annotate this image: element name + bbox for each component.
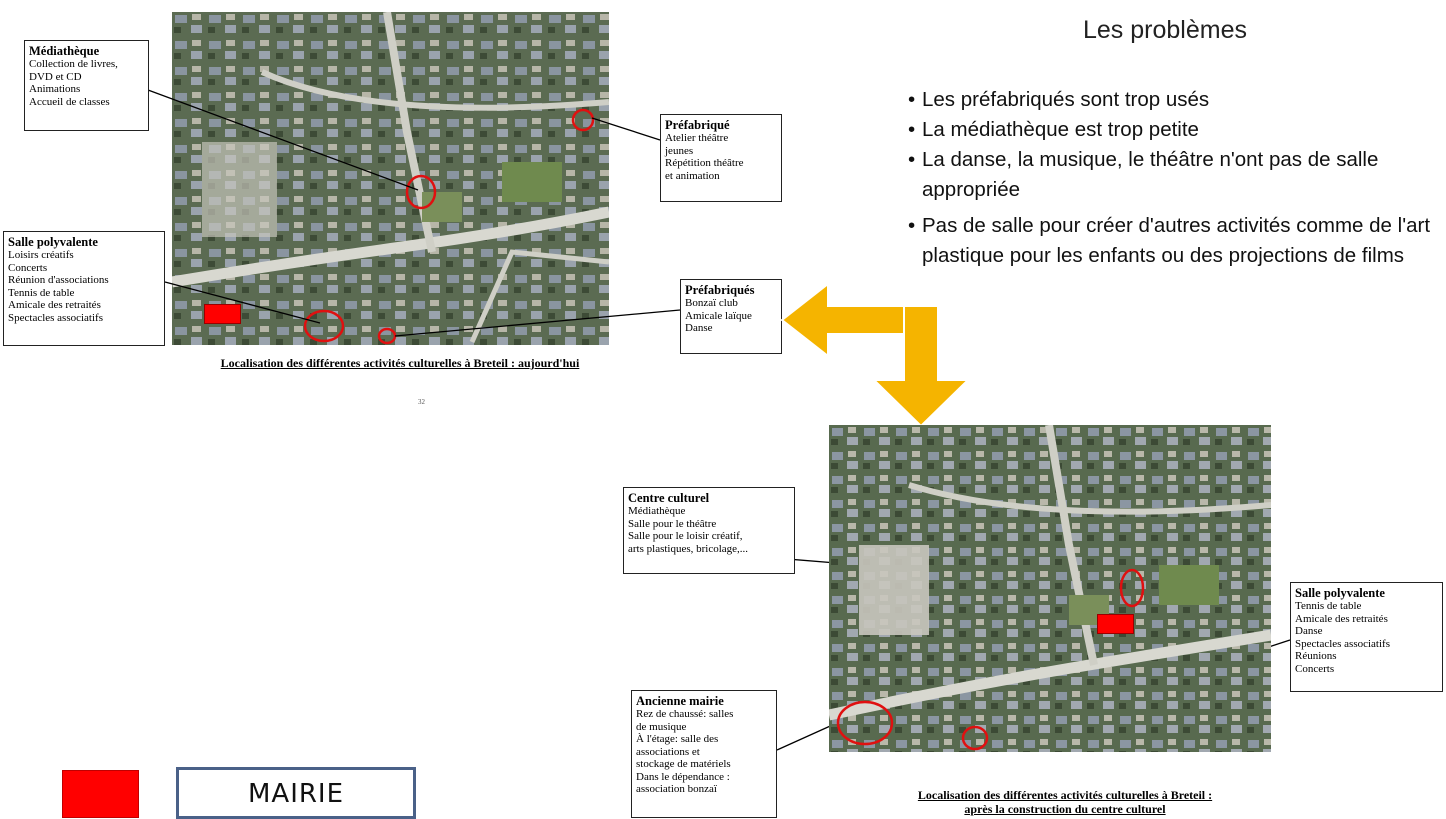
ancienne-mairie-title: Ancienne mairie xyxy=(636,694,724,708)
mediatheque-line: Animations xyxy=(29,83,81,95)
salle-after-line: Spectacles associatifs xyxy=(1295,637,1390,650)
arrow-left-icon xyxy=(780,281,907,359)
salle-line: Amicale des retraités xyxy=(8,299,101,311)
page-number: 32 xyxy=(418,398,425,406)
mediatheque-circle xyxy=(405,174,437,210)
mairie-marker-today xyxy=(204,304,241,324)
prefab1-line: et animation xyxy=(665,169,720,182)
centre-label-box: Centre culturel Médiathèque Salle pour l… xyxy=(623,487,795,574)
problem-item: Pas de salle pour créer d'autres activit… xyxy=(908,211,1443,271)
problems-list: Les préfabriqués sont trop usés La média… xyxy=(908,85,1443,271)
mediatheque-line: Accueil de classes xyxy=(29,95,110,108)
centre-circle xyxy=(1119,568,1145,608)
salle-after-circle xyxy=(961,725,989,751)
salle-line: Spectacles associatifs xyxy=(8,311,103,324)
legend-mairie-label: MAIRIE xyxy=(176,767,416,819)
problem-item: La danse, la musique, le théâtre n'ont p… xyxy=(908,145,1422,205)
salle-circle xyxy=(303,309,345,343)
salle-line: Loisirs créatifs xyxy=(8,249,74,261)
mediatheque-line: DVD et CD xyxy=(29,70,82,83)
centre-line: Salle pour le théâtre xyxy=(628,517,717,530)
salle-line: Tennis de table xyxy=(8,286,75,299)
salle-after-line: Réunions xyxy=(1295,650,1337,662)
caption-after-line1: Localisation des différentes activités c… xyxy=(917,788,1213,802)
mediatheque-title: Médiathèque xyxy=(29,44,100,58)
legend-red-square xyxy=(62,770,139,818)
prefab1-circle xyxy=(571,108,595,132)
salle-after-line: Danse xyxy=(1295,625,1323,637)
prefab2-line: Bonzaï club xyxy=(685,297,738,309)
centre-line: Salle pour le loisir créatif, xyxy=(628,530,743,542)
salle-after-line: Tennis de table xyxy=(1295,600,1362,612)
prefab2-label-box: Préfabriqués Bonzaï club Amicale laïque … xyxy=(680,279,782,354)
aerial-map-after xyxy=(829,425,1271,752)
arrows xyxy=(780,281,971,428)
arrow-down-icon xyxy=(871,305,971,428)
salle-title: Salle polyvalente xyxy=(8,235,98,249)
caption-after-line2: après la construction du centre culturel xyxy=(964,802,1166,816)
caption-today: Localisation des différentes activités c… xyxy=(220,356,580,370)
salle-label-box: Salle polyvalente Loisirs créatifs Conce… xyxy=(3,231,165,346)
salle-after-label-box: Salle polyvalente Tennis de table Amical… xyxy=(1290,582,1443,692)
prefab2-title: Préfabriqués xyxy=(685,283,755,297)
salle-after-line: Amicale des retraités xyxy=(1295,612,1388,625)
prefab1-line: Atelier théâtre xyxy=(665,132,729,144)
salle-line: Réunion d'associations xyxy=(8,274,109,286)
centre-line: arts plastiques, bricolage,... xyxy=(628,542,749,555)
ancienne-mairie-line: Rez de chaussé: salles xyxy=(636,708,734,720)
legend-mairie-text: MAIRIE xyxy=(247,779,345,809)
salle-after-title: Salle polyvalente xyxy=(1295,586,1385,600)
prefab1-title: Préfabriqué xyxy=(665,118,730,132)
ancienne-mairie-line: À l'étage: salle des xyxy=(636,733,719,745)
ancienne-mairie-circle xyxy=(836,700,894,746)
problem-item: Les préfabriqués sont trop usés xyxy=(908,85,1443,115)
salle-after-line: Concerts xyxy=(1295,662,1335,675)
prefab1-line: Répétition théâtre xyxy=(665,157,744,169)
problem-item: La médiathèque est trop petite xyxy=(908,115,1443,145)
ancienne-mairie-line: association bonzaï xyxy=(636,783,717,795)
aerial-photo-today xyxy=(172,12,609,345)
ancienne-mairie-line: de musique xyxy=(636,720,687,733)
prefab2-line: Amicale laïque xyxy=(685,309,752,322)
ancienne-mairie-line: associations et xyxy=(636,745,700,758)
prefab1-line: jeunes xyxy=(665,144,694,157)
ancienne-mairie-line: stockage de matériels xyxy=(636,758,731,770)
prefab1-label-box: Préfabriqué Atelier théâtre jeunes Répét… xyxy=(660,114,782,202)
aerial-photo-after xyxy=(829,425,1271,752)
mairie-marker-after xyxy=(1097,614,1134,634)
problems-heading: Les problèmes xyxy=(1083,16,1247,44)
salle-line: Concerts xyxy=(8,261,48,274)
mediatheque-line: Collection de livres, xyxy=(29,58,118,70)
ancienne-mairie-label-box: Ancienne mairie Rez de chaussé: salles d… xyxy=(631,690,777,818)
mediatheque-label-box: Médiathèque Collection de livres, DVD et… xyxy=(24,40,149,131)
ancienne-mairie-line: Dans le dépendance : xyxy=(636,770,730,783)
centre-line: Médiathèque xyxy=(628,505,686,517)
prefab2-line: Danse xyxy=(685,322,713,334)
centre-title: Centre culturel xyxy=(628,491,710,505)
aerial-map-today xyxy=(172,12,609,345)
